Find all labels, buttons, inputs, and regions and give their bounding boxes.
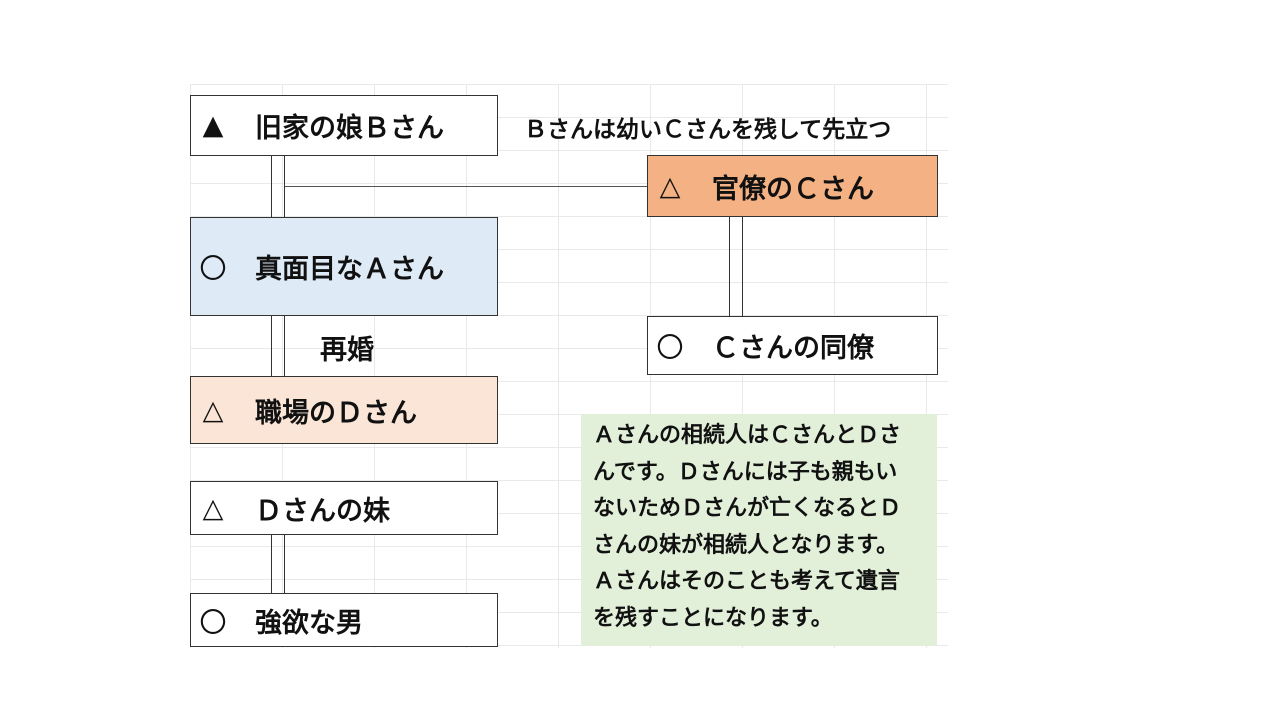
explanation-line: Ａさんはそのことも考えて遺言 <box>593 569 900 594</box>
node-sister-label: Ｄさんの妹 <box>255 495 390 527</box>
heir-symbol: △ <box>202 394 224 426</box>
node-man-label: 強欲な男 <box>255 607 363 639</box>
explanation-note: Ａさんの相続人はＣさんとＤさ んです。Ｄさんには子も親もい ないためＤさんが亡く… <box>581 414 937 646</box>
explanation-line: Ａさんの相続人はＣさんとＤさ <box>593 423 902 448</box>
marriage-line-c-colleague <box>729 217 743 316</box>
node-c: △ 官僚のＣさん <box>647 155 938 217</box>
marriage-line-sister-man <box>271 534 285 593</box>
heir-symbol: △ <box>659 170 681 202</box>
child-line-b-c <box>285 186 647 187</box>
explanation-line: さんの妹が相続人となります。 <box>593 532 899 558</box>
explanation-line: を残すことになります。 <box>593 605 833 631</box>
node-colleague-label: Ｃさんの同僚 <box>712 333 874 364</box>
remarriage-label: 再婚 <box>320 335 374 366</box>
node-colleague: 〇 Ｃさんの同僚 <box>647 316 938 375</box>
node-b: ▲ 旧家の娘Ｂさん <box>190 95 498 156</box>
explanation-line: んです。Ｄさんには子も親もい <box>593 459 898 485</box>
node-d: △ 職場のＤさん <box>190 376 498 444</box>
node-a: 〇 真面目なＡさん <box>190 217 498 316</box>
node-b-label: 旧家の娘Ｂさん <box>255 113 444 144</box>
b-annotation: Ｂさんは幼いＣさんを残して先立つ <box>524 117 892 143</box>
alive-symbol: 〇 <box>199 254 227 285</box>
node-d-label: 職場のＤさん <box>255 397 417 429</box>
node-sister: △ Ｄさんの妹 <box>190 481 498 535</box>
explanation-line: ないためＤさんが亡くなるとＤ <box>593 496 902 521</box>
heir-symbol: △ <box>202 492 224 524</box>
node-a-label: 真面目なＡさん <box>255 254 444 285</box>
marriage-line-a-d <box>271 316 285 376</box>
node-c-label: 官僚のＣさん <box>712 173 874 205</box>
alive-symbol: 〇 <box>199 607 227 639</box>
deceased-symbol: ▲ <box>202 110 224 141</box>
node-man: 〇 強欲な男 <box>190 593 498 647</box>
marriage-line-b-a <box>271 155 285 217</box>
alive-symbol: 〇 <box>656 333 684 364</box>
